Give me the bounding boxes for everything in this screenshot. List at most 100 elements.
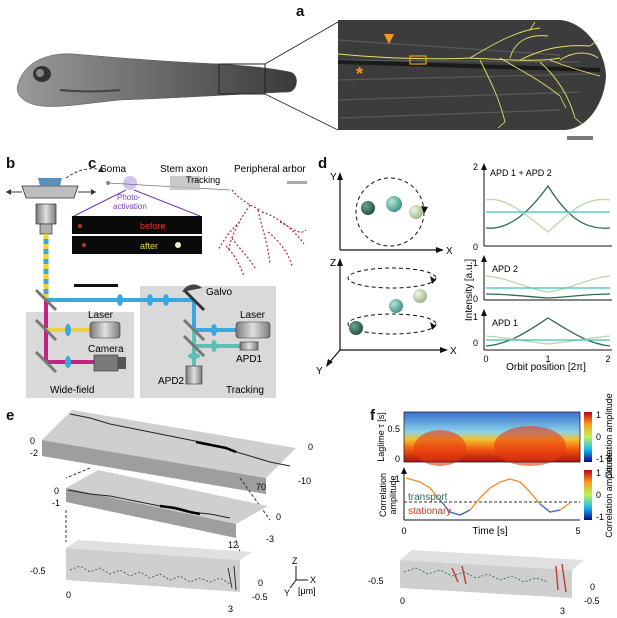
tick-0a: 0 [473,242,478,252]
heat-ylabel: Laglime τ [s] [376,412,386,462]
roi-box [409,55,427,65]
before-image [72,216,202,234]
arrowhead-marker [384,34,394,44]
photoactivation-label-2: activation [113,202,147,211]
apd1-label: APD1 [236,354,263,365]
panel-d-schematic: Y X Z X Y [316,172,457,377]
tail-zoom-image: * [337,20,606,140]
apd2-label: APD2 [158,376,185,387]
xtick-1: 1 [545,354,550,364]
e-axis-unit: [μm] [298,586,316,596]
cbar2-label: Correlation amplitude [604,452,614,538]
soma-label: Soma [100,164,127,175]
zoom-lines [264,21,339,131]
heat-tick-05: 0.5 [387,424,400,434]
e2-lbot: -1 [52,498,60,508]
panel-b-setup: Laser Camera Wide-field Galvo Laser APD1… [6,167,276,398]
stem-axon-label: Stem axon [160,164,208,175]
panel-label-a: a [296,3,305,20]
axis-x-label: X [446,246,453,257]
time-xlabel: Time [s] [472,526,507,537]
xtick-2: 2 [605,354,610,364]
e3-rtop: 0 [258,578,263,588]
e2-far: 12 [228,540,238,550]
sub1-label: APD 1 + APD 2 [490,168,552,178]
f-rbot: -0.5 [584,596,600,606]
scale-bar-c [287,181,307,184]
e2-ltop: 0 [54,486,59,496]
photoactivation-spot [123,176,137,190]
colorbar-bottom [584,470,592,520]
f-lbot: -0.5 [368,576,384,586]
panel-label-f: f [370,407,376,424]
cbar2-tick-1: 1 [596,468,601,478]
e2-rtop: 0 [276,512,281,522]
transport-label: transport [408,492,448,503]
camera-label: Camera [88,344,124,355]
panel-d-intensity-plots: Intensity [a.u.] Orbit position [2π] 2 0… [464,162,612,373]
laser-right-label: Laser [240,310,266,321]
laser-top-label: Laser [88,310,114,321]
cbar1-tick-1: 1 [596,410,601,420]
f-far: 3 [560,606,565,616]
e2-rbot: -3 [266,534,274,544]
tick-2: 2 [473,162,478,172]
cbar2-tick-m1: -1 [596,512,604,522]
tick-0b: 0 [473,294,478,304]
axis-z-label: Z [330,258,336,269]
zoom-box [218,63,266,95]
panel-c-neuron: Soma Stem axon Peripheral arbor Tracking… [72,164,307,287]
sub2-label: APD 2 [492,264,518,274]
e3-rbot: -0.5 [252,592,268,602]
tracking-box-label: Tracking [226,385,264,396]
tick-1a: 1 [473,258,478,268]
xtick-0: 0 [483,354,488,364]
e1-far: 70 [256,482,266,492]
e1-rtop: 0 [308,442,313,452]
panel-label-b: b [6,155,15,172]
time-x0: 0 [401,526,406,536]
fish-whole-image [6,38,326,124]
f-near0: 0 [400,596,405,606]
line-tick-1: 1 [395,474,400,484]
scale-bar-a [567,136,593,140]
photoactivation-label-1: Photo- [117,193,141,202]
stationary-label: stationary [408,506,451,517]
cbar1-tick-0: 0 [596,432,601,442]
e1-lbot: -2 [30,448,38,458]
e1-rbot: -10 [298,476,311,486]
tick-1b: 1 [473,312,478,322]
colorbar-top [584,412,592,462]
panel-label-c: c [88,155,96,172]
scale-bar-c2 [74,284,118,287]
intensity-ylabel: Intensity [a.u.] [464,259,475,321]
widefield-label: Wide-field [50,385,94,396]
tracking-label-c: Tracking [186,175,220,185]
asterisk-marker: * [356,64,363,84]
panel-f-correlation: Laglime τ [s] 0.5 0 1 0 -1 Correlation a… [368,393,614,616]
e1-ltop: 0 [30,436,35,446]
cbar1-label: Correlation amplitude [604,393,614,479]
axis-y-label: Y [330,172,337,183]
after-image [72,236,202,254]
line-ylabel-2: amplitude [388,475,398,514]
heat-tick-0: 0 [395,454,400,464]
e-axis-x: X [310,575,316,585]
time-x5: 5 [575,526,580,536]
orbit-xlabel: Orbit position [2π] [506,362,586,373]
axis-x2-label: X [450,346,457,357]
line-ylabel-1: Correlation [378,473,388,517]
panel-label-e: e [6,407,14,424]
cbar2-tick-0: 0 [596,490,601,500]
sub3-label: APD 1 [492,318,518,328]
panel-e-trajectories: 0 -2 0 -10 70 0 -1 0 -3 12 -0.5 0 -0.5 0… [30,410,316,614]
before-label: before [140,221,166,231]
e3-near0: 0 [66,590,71,600]
tick-0c: 0 [473,338,478,348]
peripheral-arbor-label: Peripheral arbor [234,164,306,175]
f-rtop: 0 [590,582,595,592]
cbar1-tick-m1: -1 [596,454,604,464]
panel-label-d: d [318,155,327,172]
e3-lbot: -0.5 [30,566,46,576]
